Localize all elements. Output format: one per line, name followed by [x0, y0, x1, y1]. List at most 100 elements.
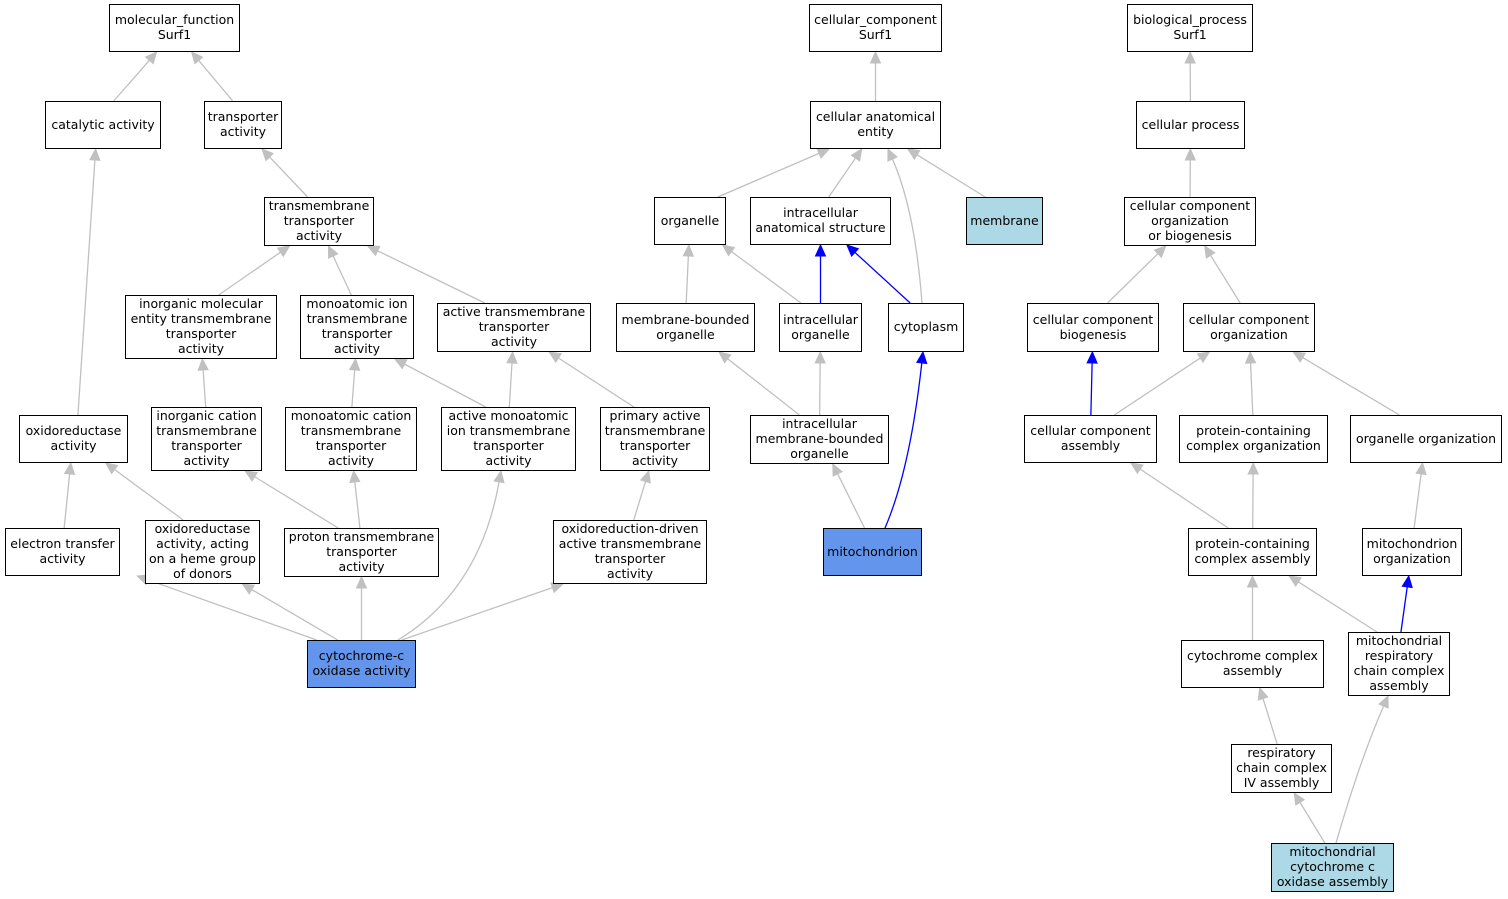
node-mitochondrion[interactable]: mitochondrion [823, 528, 922, 576]
edge-is-a-20 [397, 481, 500, 641]
node-intracellular-mbo[interactable]: intracellular membrane-bounded organelle [750, 415, 889, 464]
arrowhead-is-a-45 [1415, 461, 1427, 476]
edge-part-of-30 [854, 251, 911, 304]
node-monoatomic-ion-tta[interactable]: monoatomic ion transmembrane transporter… [300, 295, 414, 359]
arrowhead-is-a-26 [887, 147, 898, 162]
arrowhead-is-a-31 [718, 351, 732, 364]
node-cc-assembly[interactable]: cellular component assembly [1024, 415, 1157, 463]
node-proton-tta[interactable]: proton transmembrane transporter activit… [284, 528, 439, 577]
edge-is-a-1 [198, 60, 234, 102]
node-cytoplasm[interactable]: cytoplasm [888, 303, 964, 352]
arrowhead-is-a-19 [355, 575, 368, 589]
edge-is-a-0 [113, 59, 150, 102]
node-inorganic-molecular-entity-tta[interactable]: inorganic molecular entity transmembrane… [125, 295, 277, 359]
arrowhead-is-a-3 [276, 245, 291, 258]
node-oxidoreductase-heme[interactable]: oxidoreductase activity, acting on a hem… [145, 520, 260, 584]
arrowhead-part-of-48 [1401, 574, 1413, 589]
node-active-monoatomic-ion-tta[interactable]: active monoatomic ion transmembrane tran… [441, 407, 576, 471]
node-mito-cytochrome-c-oxidase-assembly[interactable]: mitochondrial cytochrome c oxidase assem… [1271, 843, 1394, 892]
edge-is-a-50 [1299, 802, 1326, 844]
edge-is-a-7 [202, 369, 207, 408]
node-cellular-anatomical-entity[interactable]: cellular anatomical entity [810, 101, 941, 149]
arrowhead-is-a-22 [869, 50, 882, 64]
node-protein-containing-complex-org[interactable]: protein-containing complex organization [1179, 415, 1328, 463]
edge-is-a-3 [218, 251, 281, 296]
arrowhead-is-a-9 [393, 358, 408, 370]
edge-is-a-42 [1302, 357, 1400, 416]
arrowhead-is-a-49 [1257, 686, 1269, 701]
node-membrane-bounded-organelle[interactable]: membrane-bounded organelle [616, 303, 755, 352]
node-organelle[interactable]: organelle [654, 197, 726, 245]
arrowhead-is-a-36 [1184, 147, 1197, 161]
edge-is-a-12 [63, 473, 71, 529]
node-membrane[interactable]: membrane [966, 197, 1043, 245]
node-transmembrane-transporter-activity[interactable]: transmembrane transporter activity [264, 197, 374, 246]
edge-is-a-38 [1209, 255, 1241, 304]
edge-is-a-43 [1139, 468, 1229, 529]
edge-is-a-40 [1113, 357, 1201, 416]
arrowhead-is-a-0 [144, 51, 158, 65]
edge-is-a-33 [837, 473, 866, 529]
edge-is-a-11 [558, 357, 635, 408]
edge-is-a-49 [1262, 698, 1278, 745]
node-transporter-activity[interactable]: transporter activity [204, 101, 282, 149]
node-monoatomic-cation-tta[interactable]: monoatomic cation transmembrane transpor… [285, 407, 417, 471]
node-active-tta[interactable]: active transmembrane transporter activit… [437, 303, 591, 352]
node-cc-root[interactable]: cellular_component Surf1 [809, 4, 942, 52]
edge-is-a-2 [269, 156, 309, 198]
edge-is-a-26 [891, 158, 923, 304]
node-oxidoreductase-activity[interactable]: oxidoreductase activity [19, 415, 128, 463]
arrowhead-part-of-30 [845, 244, 860, 258]
node-intracellular-anatomical-structure[interactable]: intracellular anatomical structure [750, 197, 891, 245]
edge-is-a-10 [508, 362, 513, 408]
arrowhead-is-a-50 [1293, 791, 1306, 806]
arrowhead-is-a-6 [89, 147, 101, 161]
arrowhead-is-a-23 [816, 148, 831, 159]
arrowhead-is-a-7 [197, 357, 209, 371]
arrowhead-part-of-29 [814, 243, 827, 257]
node-mf-root[interactable]: molecular_function Surf1 [109, 4, 240, 52]
arrowhead-is-a-35 [1184, 50, 1196, 64]
arrowhead-part-of-34 [915, 350, 928, 365]
edge-is-a-31 [727, 358, 800, 416]
arrowhead-is-a-25 [906, 148, 921, 160]
node-oxidoreduction-driven-atta[interactable]: oxidoreduction-driven active transmembra… [553, 520, 707, 584]
node-resp-chain-complex-iv-assembly[interactable]: respiratory chain complex IV assembly [1231, 744, 1332, 793]
edge-is-a-51 [1335, 705, 1385, 844]
edge-part-of-48 [1400, 586, 1408, 633]
arrowhead-is-a-15 [349, 469, 361, 484]
edge-is-a-5 [377, 250, 486, 304]
arrowhead-is-a-11 [548, 351, 563, 364]
node-organelle-organization[interactable]: organelle organization [1350, 415, 1502, 463]
arrowhead-is-a-28 [721, 244, 736, 257]
edge-is-a-28 [731, 251, 802, 304]
node-cytochrome-complex-assembly[interactable]: cytochrome complex assembly [1181, 640, 1324, 688]
node-cc-organization[interactable]: cellular component organization [1183, 303, 1315, 352]
arrowhead-is-a-12 [63, 461, 76, 476]
node-cellular-process[interactable]: cellular process [1136, 101, 1245, 149]
node-bp-root[interactable]: biological_process Surf1 [1127, 4, 1253, 52]
node-electron-transfer-activity[interactable]: electron transfer activity [5, 528, 120, 576]
arrowhead-is-a-42 [1292, 351, 1307, 363]
arrowhead-is-a-40 [1196, 351, 1211, 364]
node-mito-resp-chain-complex-assembly[interactable]: mitochondrial respiratory chain complex … [1348, 632, 1450, 696]
node-cc-org-or-biogenesis[interactable]: cellular component organization or bioge… [1124, 197, 1256, 246]
arrowhead-is-a-33 [832, 462, 844, 477]
node-inorganic-cation-tta[interactable]: inorganic cation transmembrane transport… [151, 407, 262, 471]
arrowhead-is-a-43 [1129, 462, 1144, 475]
node-intracellular-organelle[interactable]: intracellular organelle [779, 303, 862, 352]
edge-is-a-18 [251, 589, 338, 641]
arrowhead-is-a-41 [1244, 350, 1257, 364]
edge-is-a-24 [828, 157, 857, 198]
edge-is-a-27 [685, 255, 690, 304]
node-cc-biogenesis[interactable]: cellular component biogenesis [1027, 303, 1159, 352]
arrowhead-is-a-20 [493, 469, 505, 484]
arrowhead-is-a-37 [1153, 245, 1167, 259]
node-cytochrome-c-oxidase-activity[interactable]: cytochrome-c oxidase activity [307, 640, 416, 688]
node-protein-containing-complex-assembly[interactable]: protein-containing complex assembly [1188, 528, 1317, 576]
node-mitochondrion-organization[interactable]: mitochondrion organization [1362, 528, 1462, 576]
node-catalytic-activity[interactable]: catalytic activity [45, 101, 161, 149]
arrowhead-is-a-2 [261, 148, 275, 162]
node-primary-active-tta[interactable]: primary active transmembrane transporter… [600, 407, 710, 471]
